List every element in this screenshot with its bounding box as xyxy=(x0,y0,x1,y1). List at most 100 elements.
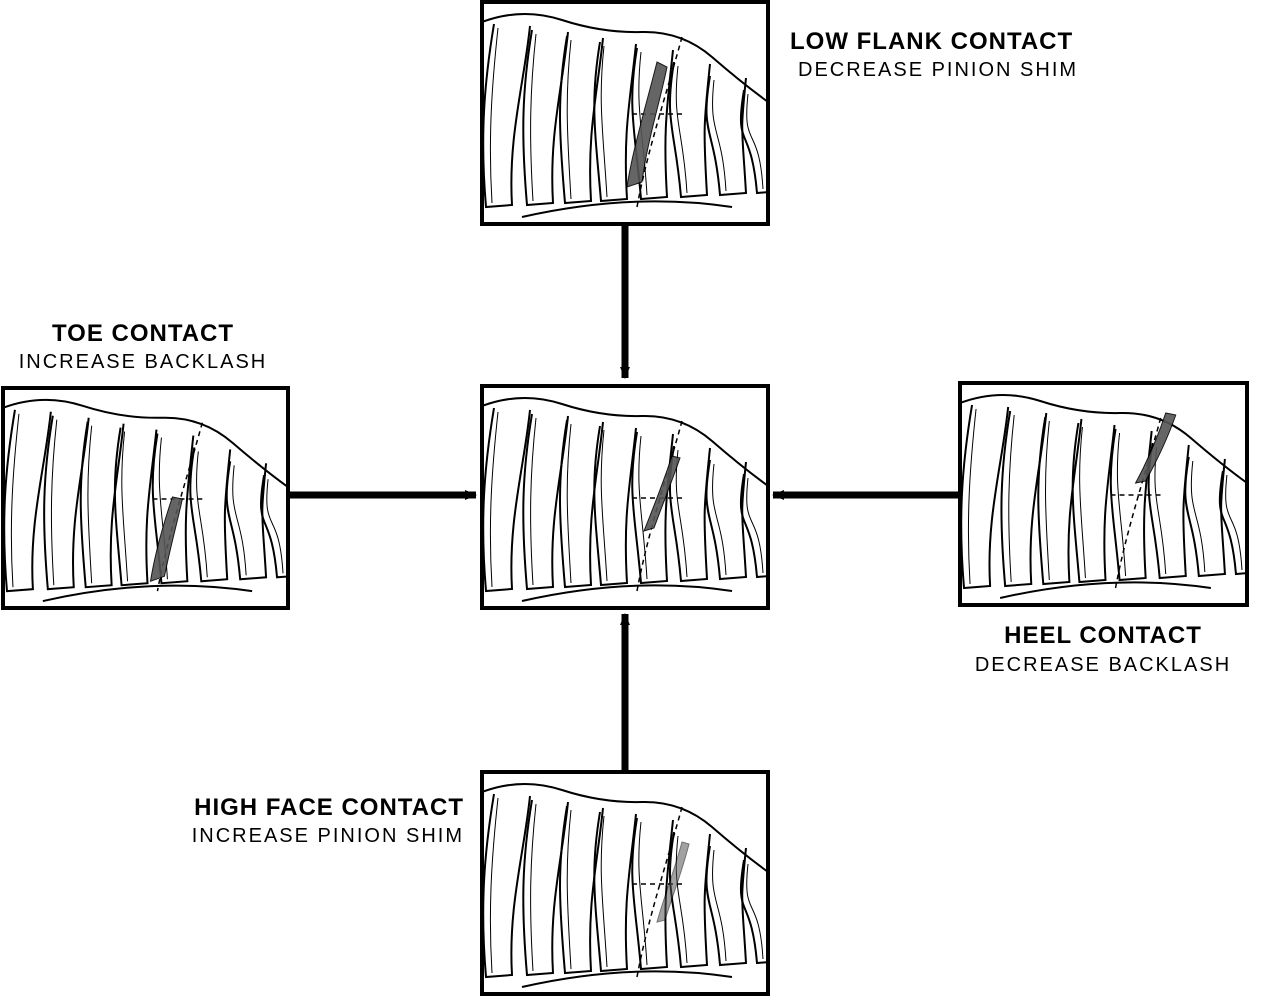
tooth-edge xyxy=(638,51,648,196)
gear-top-edge xyxy=(482,13,768,103)
gear-tooth xyxy=(593,811,637,973)
tooth-edge xyxy=(232,465,247,576)
gear-teeth xyxy=(3,398,288,603)
tooth-edge xyxy=(530,803,537,972)
panel-frame xyxy=(480,770,770,996)
tooth-edge xyxy=(196,451,208,578)
panel-toe-contact xyxy=(1,386,290,610)
panel-frame xyxy=(958,381,1249,607)
gear-top-edge xyxy=(482,783,768,873)
contact-pattern xyxy=(643,455,681,532)
gear-tooth xyxy=(482,23,531,209)
tooth-edge xyxy=(675,65,688,194)
panel-correct-contact xyxy=(480,384,770,610)
tooth-edge xyxy=(566,423,572,584)
tooth-edge xyxy=(638,821,648,966)
tooth-edge xyxy=(87,425,93,584)
tooth-edge xyxy=(266,479,284,574)
pitch-line xyxy=(1114,417,1162,589)
tooth-edge xyxy=(1045,420,1050,581)
tooth-edge xyxy=(489,797,499,974)
gear-tooth xyxy=(1184,456,1226,578)
gear-tooth xyxy=(593,41,637,203)
tooth-edge xyxy=(967,408,977,585)
gear-tooth xyxy=(79,421,125,589)
gear-tooth xyxy=(1037,416,1083,586)
gear-tooth xyxy=(631,47,674,201)
high-face-title: HIGH FACE CONTACT xyxy=(194,794,464,821)
gear-base xyxy=(42,584,253,603)
gear-tooth xyxy=(482,793,531,979)
panel-frame xyxy=(1,386,290,610)
tooth-edge xyxy=(600,45,608,198)
pitch-line xyxy=(636,420,683,592)
low-flank-title: LOW FLANK CONTACT xyxy=(790,28,1074,55)
gear-base xyxy=(521,200,733,218)
contact-pattern xyxy=(149,496,183,582)
heel-subtitle: DECREASE BACKLASH xyxy=(974,654,1232,676)
gear-teeth xyxy=(482,397,768,602)
tooth-edge xyxy=(746,863,764,960)
gear-tooth xyxy=(559,35,604,205)
gear-base xyxy=(999,581,1212,599)
pitch-line xyxy=(636,36,683,208)
tooth-edge xyxy=(566,39,572,200)
tooth-edge xyxy=(712,463,727,576)
gear-tooth xyxy=(705,845,748,967)
gear-top-edge xyxy=(960,394,1247,484)
gear-tooth xyxy=(482,407,531,593)
tooth-edge xyxy=(1008,414,1015,583)
gear-tooth xyxy=(225,461,268,581)
gear-tooth xyxy=(739,859,768,965)
tooth-edge xyxy=(1225,474,1243,571)
panel-heel-contact xyxy=(958,381,1249,607)
tooth-edge xyxy=(746,477,764,574)
connector-arrows xyxy=(288,224,960,770)
gear-tooth xyxy=(593,425,637,587)
panel-high-face-contact xyxy=(480,770,770,996)
gear-tooth xyxy=(559,805,604,975)
tooth-edge xyxy=(566,809,572,970)
gear-tooth xyxy=(260,475,288,579)
contact-pattern xyxy=(1134,412,1177,484)
gear-tooth xyxy=(559,419,604,589)
tooth-edge xyxy=(600,429,608,582)
tooth-edge xyxy=(712,79,727,192)
gear-tooth xyxy=(739,473,768,579)
panel-low-flank-contact xyxy=(480,0,770,226)
pitch-line xyxy=(636,806,683,978)
tooth-edge xyxy=(489,411,499,588)
gear-tooth xyxy=(705,75,748,197)
gear-tooth xyxy=(1218,470,1247,576)
tooth-edge xyxy=(530,33,537,202)
tooth-edge xyxy=(530,417,537,586)
panel-frame xyxy=(480,384,770,610)
tooth-edge xyxy=(50,419,58,586)
gear-tooth xyxy=(151,433,195,585)
toe-subtitle: INCREASE BACKLASH xyxy=(18,351,268,373)
tooth-edge xyxy=(746,93,764,190)
contact-pattern xyxy=(656,841,690,923)
gear-base xyxy=(521,970,733,988)
tooth-edge xyxy=(10,413,20,588)
gear-tooth xyxy=(631,817,674,971)
tooth-edge xyxy=(675,835,688,964)
gear-teeth xyxy=(482,13,768,218)
tooth-edge xyxy=(638,435,648,580)
gear-top-edge xyxy=(482,397,768,487)
low-flank-subtitle: DECREASE PINION SHIM xyxy=(798,59,1079,81)
contact-pattern xyxy=(626,61,668,188)
panel-frame xyxy=(480,0,770,226)
gear-tooth xyxy=(3,409,52,593)
tooth-edge xyxy=(1116,432,1127,577)
gear-tooth xyxy=(705,459,748,581)
gear-top-edge xyxy=(3,398,288,488)
tooth-edge xyxy=(1079,426,1086,579)
high-face-subtitle: INCREASE PINION SHIM xyxy=(191,825,464,847)
gear-tooth xyxy=(1071,422,1116,584)
toe-title: TOE CONTACT xyxy=(51,320,235,347)
gear-tooth xyxy=(739,89,768,195)
tooth-edge xyxy=(489,27,499,204)
